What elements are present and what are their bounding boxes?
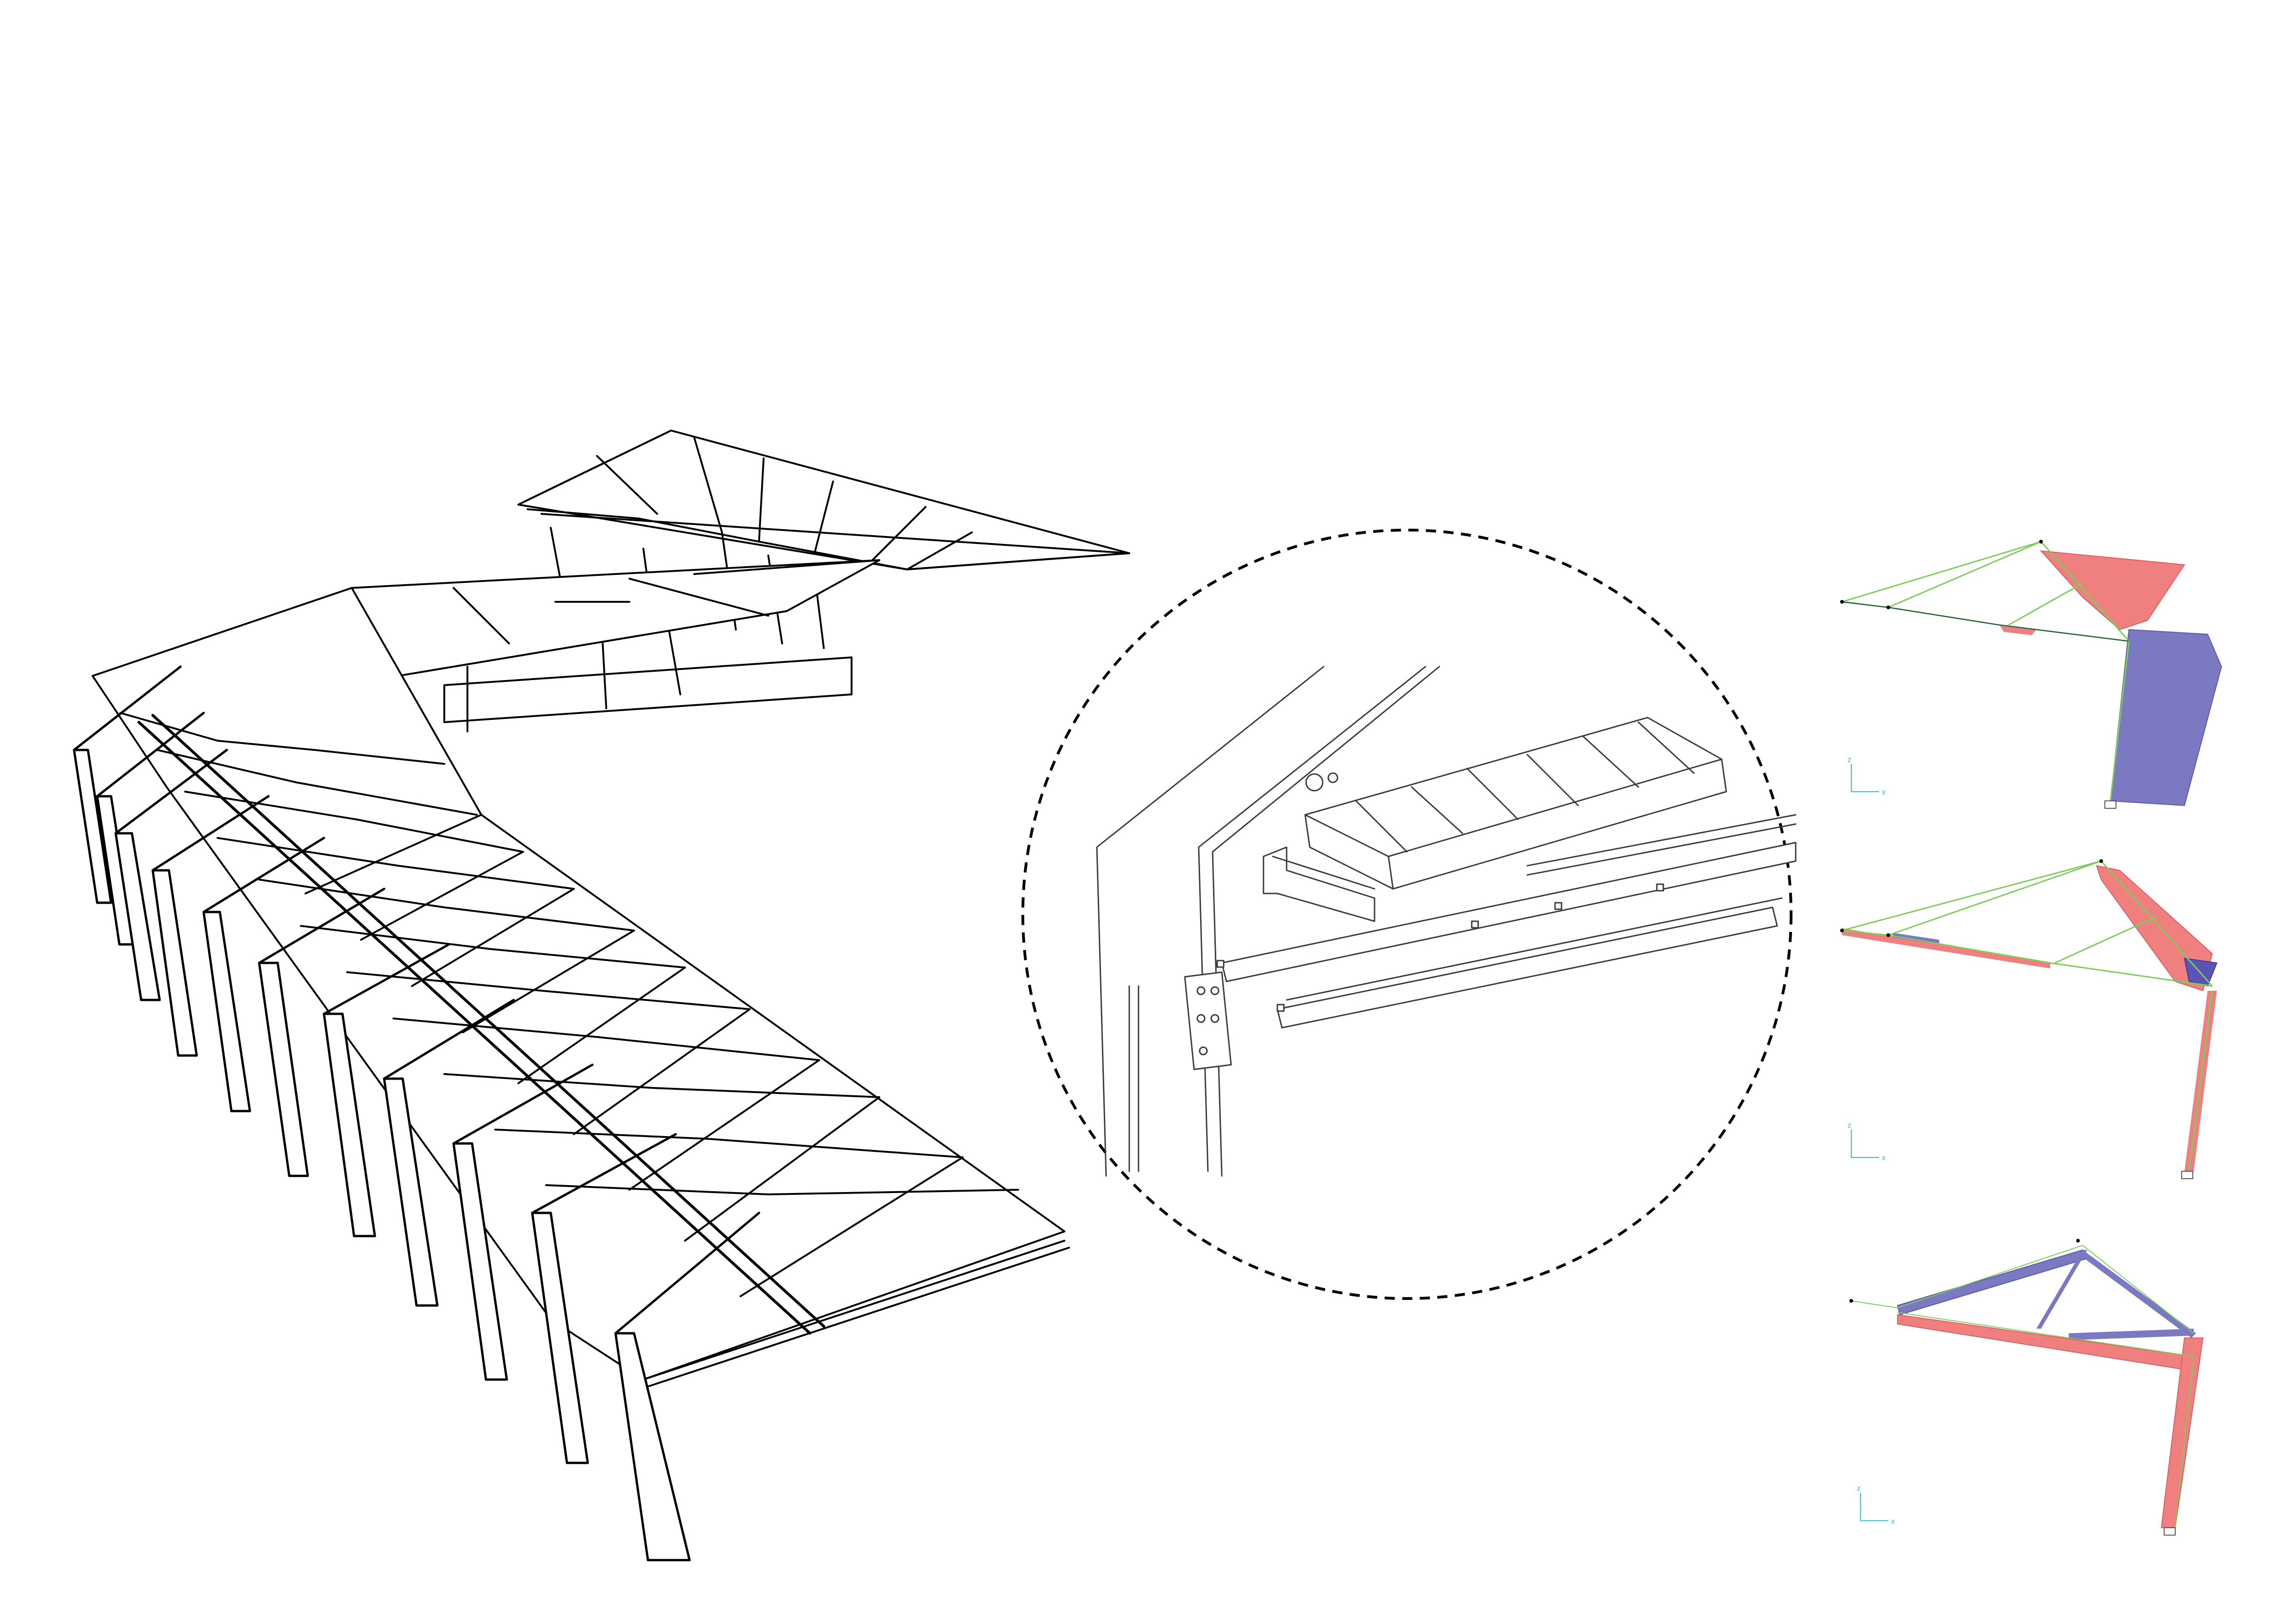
- canopy-front-roof: [92, 587, 1070, 1387]
- negative-force-region-2: [2036, 1250, 2087, 1329]
- positive-force-region: [2040, 550, 2185, 631]
- negative-force-region: [1897, 1249, 2086, 1316]
- axis-triad-icon: [1860, 1493, 1888, 1521]
- force-diagram-middle: z x: [1840, 859, 2218, 1179]
- axis-x-label: x: [1882, 1154, 1885, 1162]
- force-diagram-top: z x: [1840, 540, 2222, 809]
- dashed-circle-icon: [1021, 529, 1792, 1300]
- negative-force-region-3: [2080, 1250, 2196, 1338]
- canopy-axonometric: [73, 430, 1130, 1562]
- fixed-support-icon: [2164, 1527, 2176, 1536]
- positive-force-region: [1897, 1314, 2195, 1371]
- canopy-columns: [73, 665, 760, 1562]
- axis-triad-icon: [1851, 1130, 1879, 1158]
- canopy-spine-beams: [137, 714, 825, 1335]
- axis-z-label: z: [1848, 756, 1851, 764]
- axis-z-label: z: [1848, 1122, 1851, 1130]
- fixed-support-icon: [2181, 1171, 2193, 1179]
- canopy-roof-tip: [527, 430, 1130, 570]
- structure-members: [1842, 860, 2213, 1172]
- axis-triad-icon: [1851, 764, 1879, 792]
- small-positive-region: [1999, 625, 2036, 635]
- structure-members: [1851, 1244, 2194, 1528]
- force-diagram-bottom: z x: [1849, 1239, 2204, 1536]
- axis-x-label: x: [1891, 1518, 1895, 1525]
- axis-z-label: z: [1857, 1485, 1860, 1493]
- positive-force-region: [2096, 865, 2213, 992]
- fixed-support-icon: [2104, 800, 2116, 809]
- negative-force-region-4: [2069, 1329, 2194, 1340]
- positive-force-region-2: [1842, 928, 2050, 968]
- axis-x-label: x: [1882, 788, 1885, 796]
- detail-sketch: [1096, 666, 1797, 1177]
- detail-callout: [1021, 529, 1797, 1300]
